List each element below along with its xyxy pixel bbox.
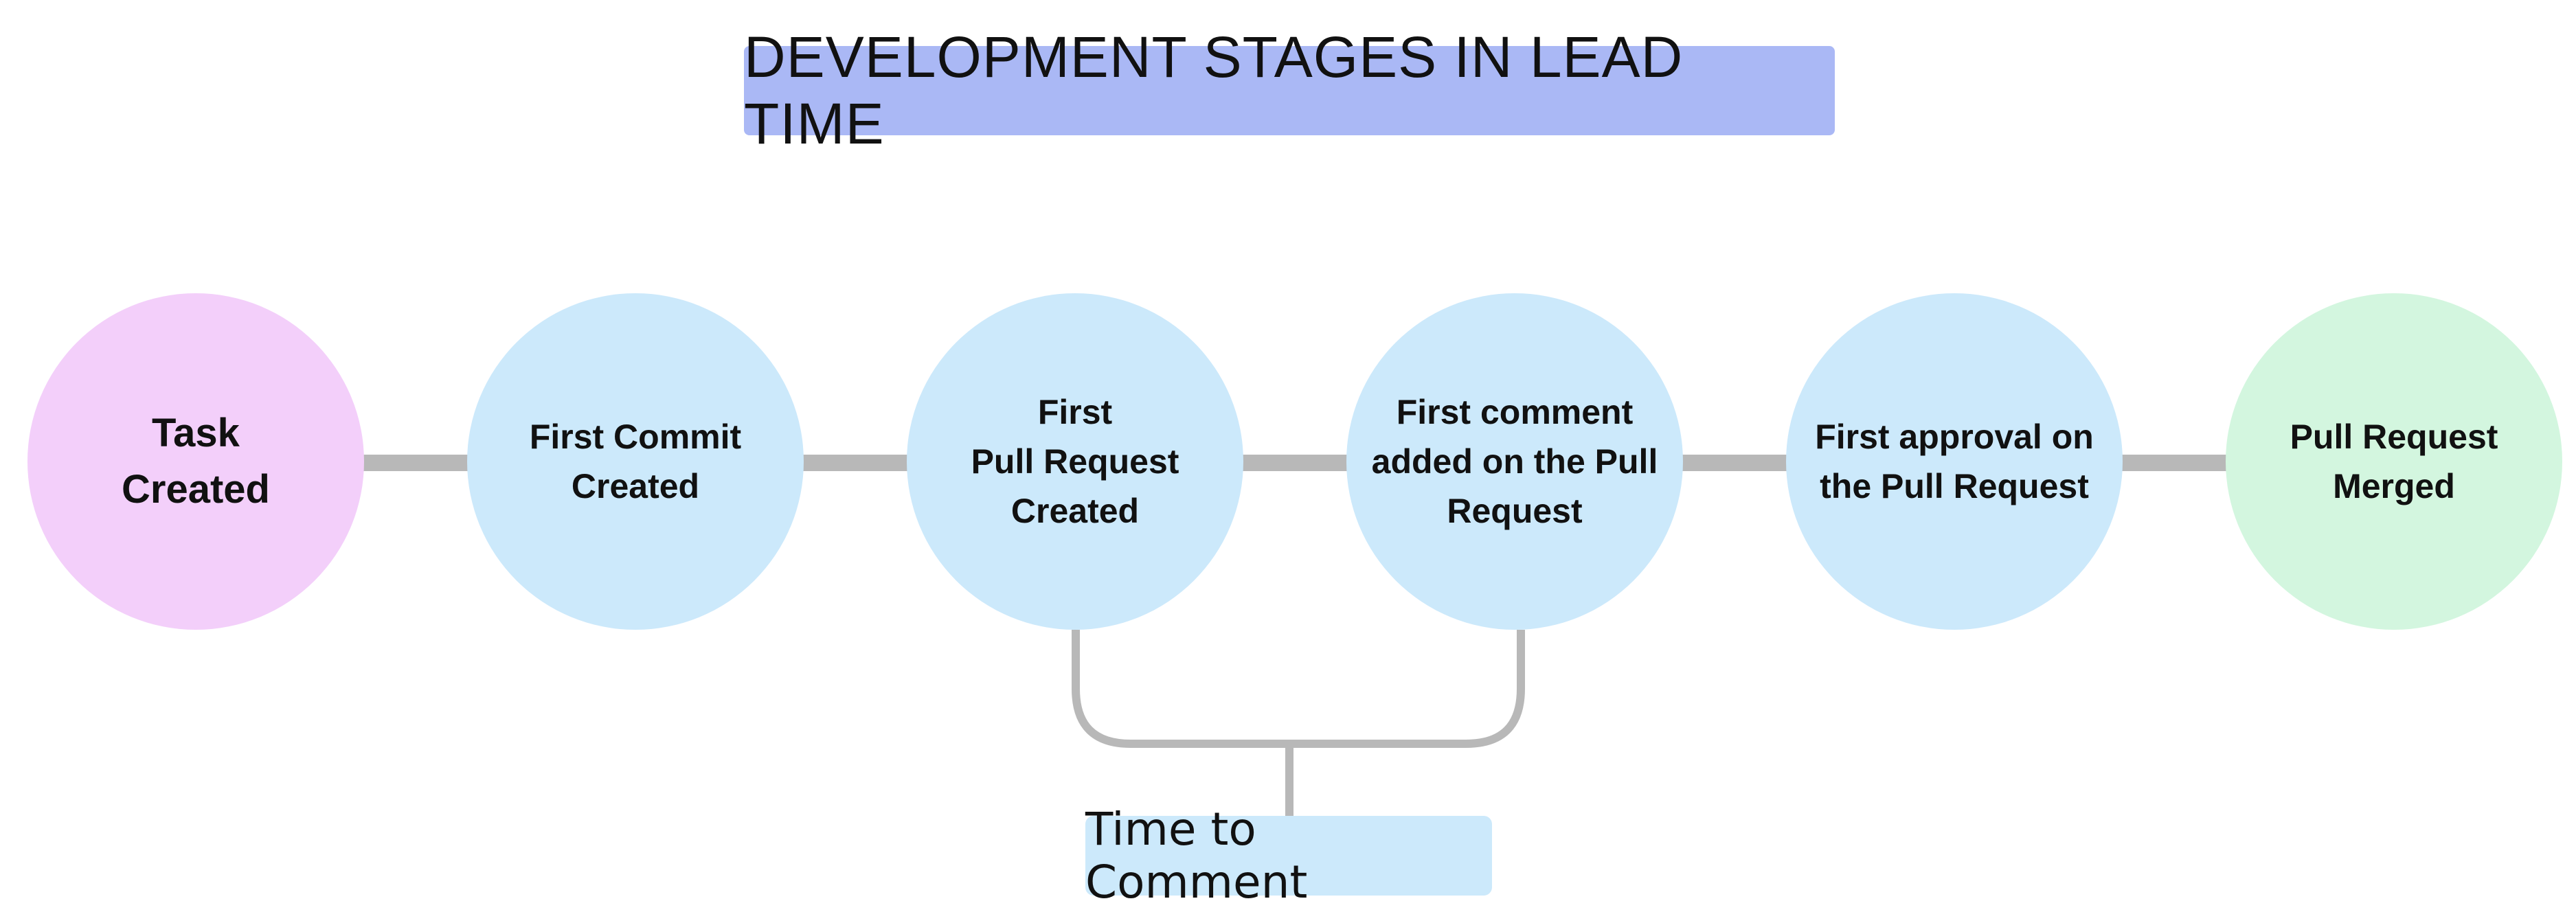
stage-task-created: Task Created: [27, 293, 364, 630]
stage-first-comment-added: First comment added on the Pull Request: [1346, 293, 1683, 630]
time-to-comment-label: Time to Comment: [1085, 803, 1492, 909]
stage-label: Task Created: [122, 411, 270, 512]
connector-1-2: [361, 455, 471, 471]
connector-5-6: [2119, 455, 2229, 471]
stage-first-commit-created: First Commit Created: [467, 293, 804, 630]
stage-label: First approval on the Pull Request: [1815, 418, 2094, 505]
stage-first-pull-request-created: First Pull Request Created: [907, 293, 1243, 630]
stage-label: Pull Request Merged: [2290, 418, 2498, 505]
stage-pull-request-merged: Pull Request Merged: [2226, 293, 2562, 630]
stage-label: First Pull Request Created: [971, 393, 1179, 530]
connector-2-3: [800, 455, 910, 471]
stage-first-approval: First approval on the Pull Request: [1786, 293, 2123, 630]
stage-label: First comment added on the Pull Request: [1371, 393, 1658, 530]
diagram-title: DEVELOPMENT STAGES IN LEAD TIME: [744, 25, 1835, 156]
span-bracket-line: [1072, 630, 1525, 748]
connector-4-5: [1680, 455, 1789, 471]
stage-label: First Commit Created: [529, 418, 742, 505]
connector-3-4: [1240, 455, 1350, 471]
